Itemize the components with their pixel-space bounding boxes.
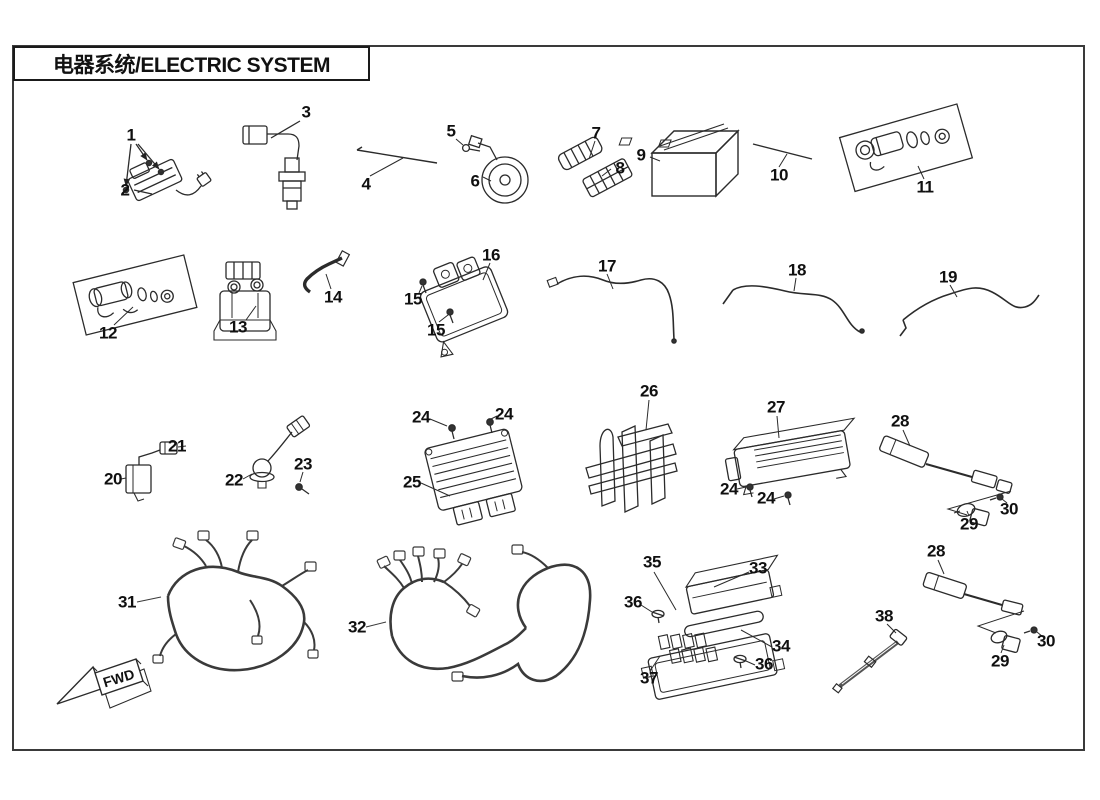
callout-25: 25	[403, 472, 421, 492]
callout-28: 28	[891, 411, 909, 431]
callout-3: 3	[301, 102, 311, 122]
callout-34: 34	[772, 636, 790, 656]
callout-5: 5	[446, 121, 456, 141]
callout-20: 20	[104, 469, 122, 489]
part-cable-19-sketch	[899, 284, 1040, 337]
part-clamp-sketch	[302, 250, 351, 294]
callout-33: 33	[749, 558, 767, 578]
callout-24: 24	[412, 407, 430, 427]
part-cable-17-sketch	[546, 273, 677, 344]
callout-4: 4	[361, 174, 371, 194]
callout-9: 9	[636, 145, 646, 165]
callout-6: 6	[470, 171, 480, 191]
part-cable-18-sketch	[722, 277, 865, 334]
part-fuse-box-sketch	[640, 554, 786, 700]
callout-36: 36	[755, 654, 773, 674]
callout-10: 10	[770, 165, 788, 185]
callout-18: 18	[788, 260, 806, 280]
callout-30: 30	[1000, 499, 1018, 519]
page-border	[12, 45, 1085, 751]
callout-24: 24	[757, 488, 775, 508]
part-rod-38-sketch	[831, 623, 908, 694]
callout-27: 27	[767, 397, 785, 417]
callout-26: 26	[640, 381, 658, 401]
callout-2: 2	[120, 180, 130, 200]
part-wire-rod-sketch	[752, 143, 813, 168]
callout-17: 17	[598, 256, 616, 276]
callout-24: 24	[495, 404, 513, 424]
part-battery-sketch	[618, 123, 740, 198]
part-ecu-sketch	[724, 415, 856, 506]
fwd-arrow-marker: FWD	[56, 658, 152, 709]
callout-37: 37	[640, 668, 658, 688]
callout-23: 23	[294, 454, 312, 474]
callout-38: 38	[875, 606, 893, 626]
callout-16: 16	[482, 245, 500, 265]
callout-11: 11	[916, 177, 934, 197]
part-connector-pair-sketch	[557, 136, 633, 198]
callout-22: 22	[225, 470, 243, 490]
callout-28: 28	[927, 541, 945, 561]
callout-32: 32	[348, 617, 366, 637]
callout-35: 35	[643, 552, 661, 572]
part-starter-relay-sketch	[213, 261, 277, 341]
part-bracket-sketch	[585, 399, 678, 513]
part-ignition-switch-kit-sketch	[838, 103, 974, 193]
callout-14: 14	[324, 287, 342, 307]
part-rectifier-sketch	[420, 415, 523, 526]
part-relay-sketch	[120, 441, 187, 502]
callout-8: 8	[615, 158, 625, 178]
screw-icon	[122, 159, 165, 194]
callout-21: 21	[168, 436, 186, 456]
callout-15: 15	[427, 320, 445, 340]
part-speed-sensor-cable-lower-sketch	[922, 559, 1044, 654]
callout-30: 30	[1037, 631, 1055, 651]
part-sensor-sketch	[242, 415, 311, 495]
callout-7: 7	[591, 123, 601, 143]
part-wire-harness-32-sketch	[365, 544, 592, 683]
callout-1: 1	[126, 125, 136, 145]
title-box: 电器系统/ELECTRIC SYSTEM	[13, 46, 370, 81]
part-spark-plug-cap-sketch	[242, 120, 306, 210]
part-ignition-coil-sketch	[122, 143, 212, 202]
callout-19: 19	[939, 267, 957, 287]
wing-screw-icon	[651, 609, 747, 669]
callout-29: 29	[991, 651, 1009, 671]
callout-15: 15	[404, 289, 422, 309]
callout-29: 29	[960, 514, 978, 534]
callout-24: 24	[720, 479, 738, 499]
part-speed-sensor-cable-upper-sketch	[879, 429, 1013, 527]
callout-31: 31	[118, 592, 136, 612]
page-title: 电器系统/ELECTRIC SYSTEM	[52, 53, 331, 77]
part-lock-set-kit-sketch	[72, 254, 198, 336]
part-cdi-unit-sketch	[418, 256, 509, 358]
callout-36: 36	[624, 592, 642, 612]
callout-12: 12	[99, 323, 117, 343]
part-wire-harness-31-sketch	[136, 530, 319, 672]
callout-13: 13	[229, 317, 247, 337]
part-horn-sketch	[455, 134, 529, 204]
part-rod-sketch	[356, 146, 438, 177]
